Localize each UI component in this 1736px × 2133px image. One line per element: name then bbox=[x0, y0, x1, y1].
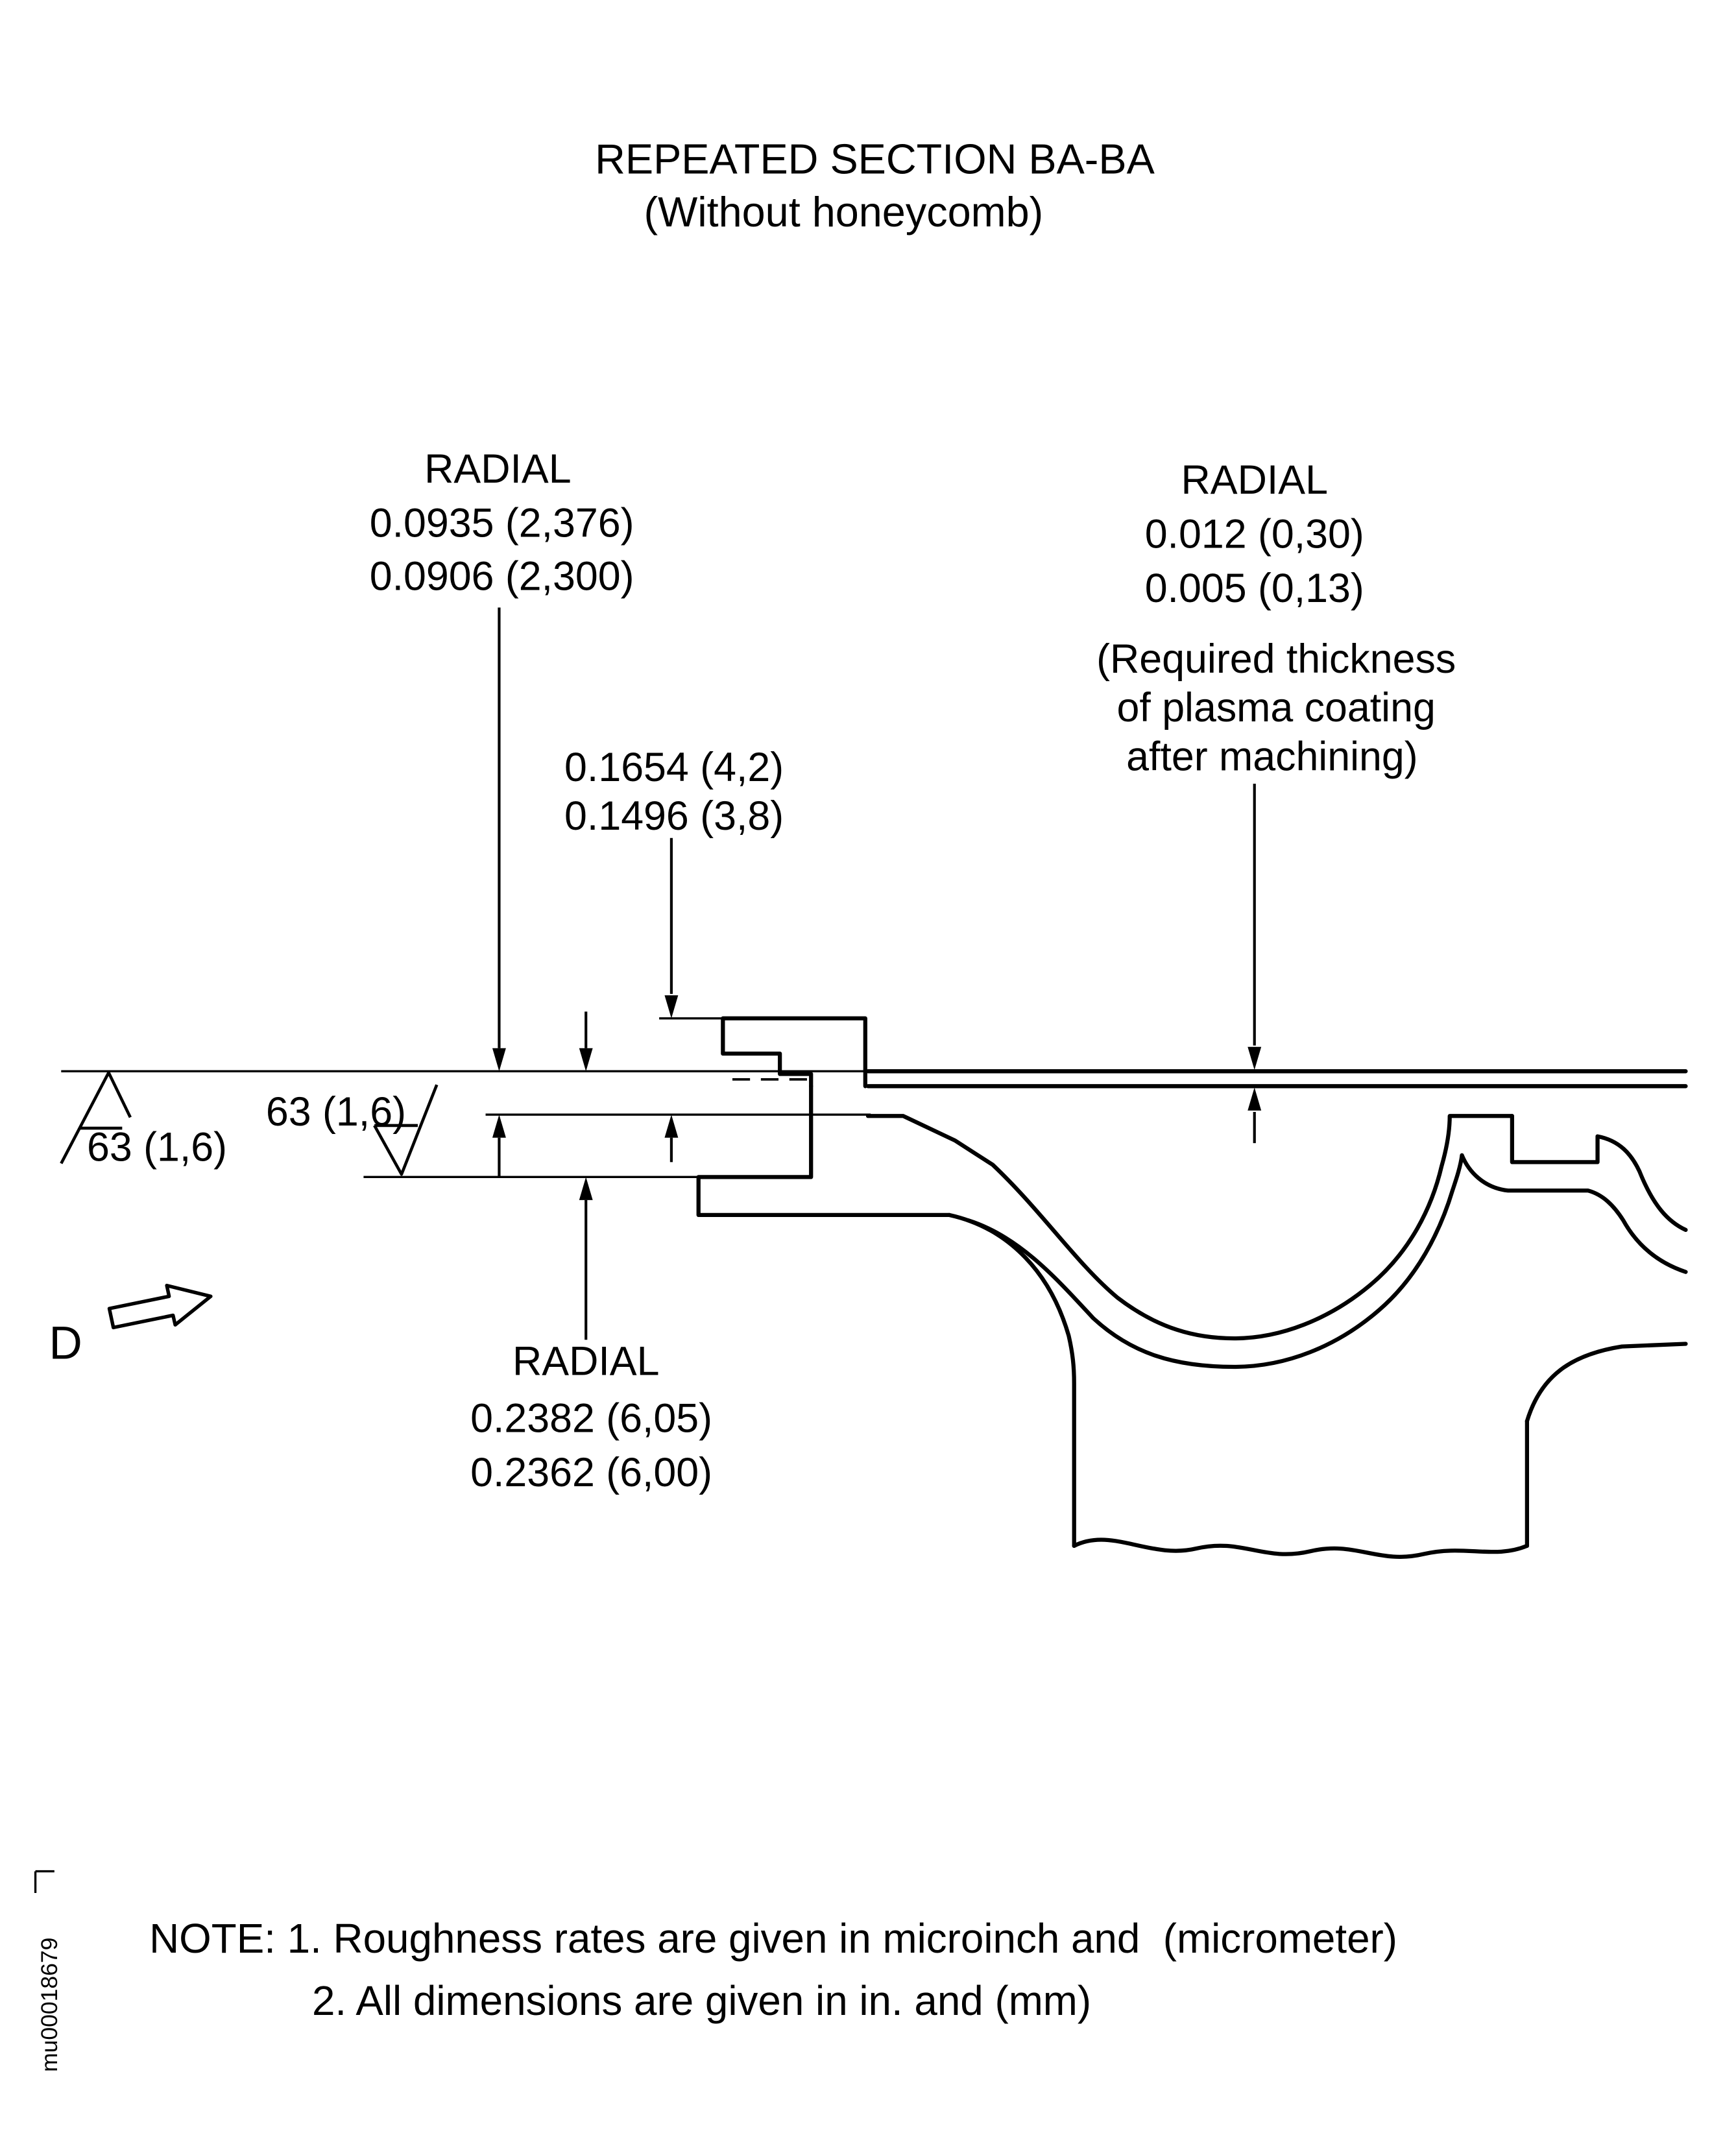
basin-outer-contour bbox=[966, 1153, 1464, 1369]
left-hook-rail bbox=[721, 1016, 867, 1089]
surface-finish-icon bbox=[60, 1071, 132, 1164]
notes-block: NOTE: 1. Roughness rates are given in mi… bbox=[149, 1915, 1397, 2024]
drawing-subtitle: (Without honeycomb) bbox=[644, 188, 1044, 235]
left-radial-lower-value: 0.0906 (2,300) bbox=[370, 553, 634, 599]
view-direction-label: D bbox=[49, 1318, 82, 1369]
basin-inner-contour bbox=[865, 1114, 1515, 1341]
dimension-lines bbox=[498, 607, 1256, 1340]
bottom-radial-lower-value: 0.2362 (6,00) bbox=[470, 1450, 712, 1495]
drawing-title: REPEATED SECTION BA-BA bbox=[595, 136, 1155, 183]
note-line-2: 2. All dimensions are given in in. and (… bbox=[312, 1977, 1091, 2024]
left-radial-upper-value: 0.0935 (2,376) bbox=[370, 501, 634, 546]
doc-id-text: mu00018679 bbox=[36, 1938, 62, 2072]
coating-desc-line-2: of plasma coating bbox=[1117, 685, 1436, 730]
note-line-1: NOTE: 1. Roughness rates are given in mi… bbox=[149, 1915, 1397, 1962]
arrowheads bbox=[492, 995, 1262, 1200]
roughness-mid-value: 63 (1,6) bbox=[266, 1089, 406, 1135]
depth-upper-value: 0.1654 (4,2) bbox=[564, 745, 784, 790]
arrowhead-up-icon bbox=[492, 1115, 506, 1138]
callout-left-radial: RADIAL 0.0935 (2,376) 0.0906 (2,300) bbox=[370, 446, 634, 599]
arrowhead-down-icon bbox=[579, 1048, 593, 1072]
title-block: REPEATED SECTION BA-BA (Without honeycom… bbox=[595, 136, 1155, 236]
break-line bbox=[1072, 1537, 1530, 1559]
coating-desc-line-3: after machining) bbox=[1126, 734, 1417, 779]
arrowhead-up-icon bbox=[664, 1115, 679, 1138]
callout-coating-radial: RADIAL 0.012 (0,30) 0.005 (0,13) (Requir… bbox=[1096, 457, 1456, 779]
surface-finish-icon bbox=[373, 1084, 439, 1176]
arrowhead-up-icon bbox=[579, 1177, 593, 1200]
arrowhead-up-icon bbox=[1248, 1087, 1262, 1111]
right-hook-underside bbox=[1460, 1153, 1688, 1274]
depth-lower-value: 0.1496 (3,8) bbox=[564, 793, 784, 839]
coating-desc-line-1: (Required thickness bbox=[1096, 636, 1456, 682]
doc-id-bracket bbox=[34, 1870, 54, 1894]
right-hook bbox=[1510, 1114, 1688, 1233]
view-direction: D bbox=[49, 1283, 213, 1369]
roughness-left: 63 (1,6) bbox=[60, 1071, 227, 1170]
bottom-radial-label: RADIAL bbox=[512, 1339, 659, 1384]
doc-id-block: mu00018679 bbox=[34, 1870, 62, 2072]
view-direction-arrow-icon bbox=[107, 1283, 213, 1330]
arrowhead-down-icon bbox=[664, 995, 679, 1018]
right-channel-lower bbox=[1525, 1342, 1688, 1423]
coating-radial-upper-value: 0.012 (0,30) bbox=[1145, 511, 1364, 557]
roughness-mid: 63 (1,6) bbox=[266, 1084, 439, 1176]
roughness-left-value: 63 (1,6) bbox=[87, 1124, 227, 1170]
coating-radial-label: RADIAL bbox=[1181, 457, 1328, 503]
left-radial-label: RADIAL bbox=[424, 446, 571, 492]
coating-radial-lower-value: 0.005 (0,13) bbox=[1145, 566, 1364, 611]
callout-bottom-radial: RADIAL 0.2382 (6,05) 0.2362 (6,00) bbox=[470, 1339, 712, 1495]
left-wall-and-step bbox=[696, 1084, 952, 1218]
part-outline bbox=[696, 1016, 1688, 1559]
bottom-radial-upper-value: 0.2382 (6,05) bbox=[470, 1395, 712, 1441]
outer-slope-and-hub-left bbox=[947, 1212, 1076, 1549]
arrowhead-down-icon bbox=[492, 1048, 506, 1072]
arrowhead-down-icon bbox=[1248, 1046, 1262, 1070]
extension-lines bbox=[61, 1017, 871, 1179]
callout-depth: 0.1654 (4,2) 0.1496 (3,8) bbox=[564, 745, 784, 839]
